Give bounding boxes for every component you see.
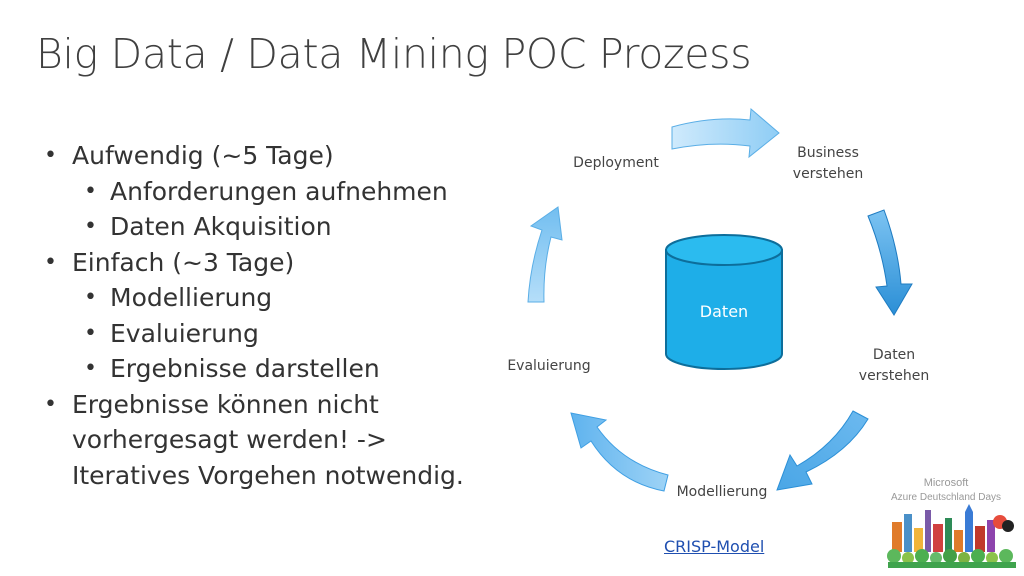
data-cylinder-label: Daten xyxy=(700,302,748,321)
arrow-evaluierung-to-deployment xyxy=(527,206,563,303)
stage-business-label: verstehen xyxy=(793,166,863,182)
bullet-item: Modellierung xyxy=(42,280,492,316)
bullet-item: Einfach (~3 Tage) xyxy=(42,245,492,281)
bullet-item: Evaluierung xyxy=(42,316,492,352)
arrow-modellierung-to-evaluierung xyxy=(570,412,669,492)
bullet-item: Daten Akquisition xyxy=(42,209,492,245)
data-cylinder: Daten xyxy=(665,234,783,370)
bullet-list: Aufwendig (~5 Tage) Anforderungen aufneh… xyxy=(42,138,492,493)
logo-event-text: Azure Deutschland Days xyxy=(891,492,1001,503)
bullet-item: Ergebnisse darstellen xyxy=(42,351,492,387)
slide-title: Big Data / Data Mining POC Prozess xyxy=(36,30,752,78)
crisp-model-link[interactable]: CRISP-Model xyxy=(664,537,765,556)
stage-daten-label: Daten xyxy=(873,347,915,363)
stage-deployment-label: Deployment xyxy=(573,155,659,171)
azure-deutschland-days-logo: Microsoft Azure Deutschland Days xyxy=(887,477,1016,568)
stage-modellierung-label: Modellierung xyxy=(677,484,768,500)
bullet-item: Anforderungen aufnehmen xyxy=(42,174,492,210)
stage-business-label: Business xyxy=(797,145,859,161)
logo-microsoft-text: Microsoft xyxy=(924,477,969,489)
bullet-item: Ergebnisse können nicht vorhergesagt wer… xyxy=(42,387,492,494)
arrow-daten-to-modellierung xyxy=(776,410,869,491)
stage-evaluierung-label: Evaluierung xyxy=(507,358,590,374)
bullet-item: Aufwendig (~5 Tage) xyxy=(42,138,492,174)
arrow-business-to-daten xyxy=(867,209,913,316)
stage-daten-label: verstehen xyxy=(859,368,929,384)
arrow-deployment-to-business xyxy=(671,107,780,159)
city-skyline-icon xyxy=(887,504,1016,568)
